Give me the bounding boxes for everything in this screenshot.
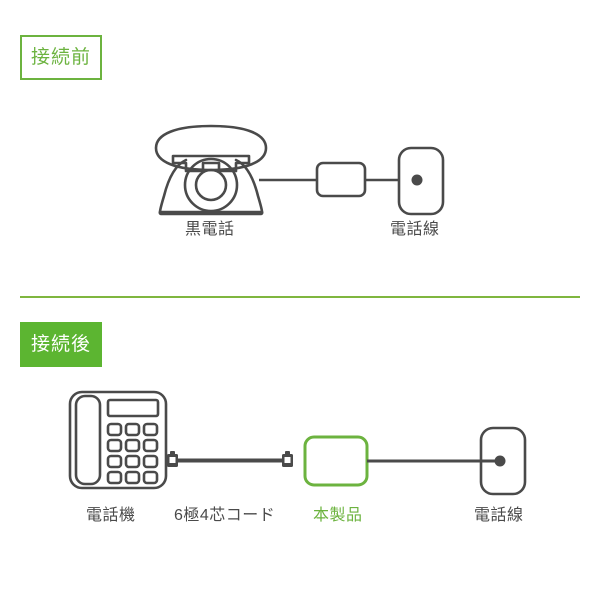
label-desk-phone: 電話機 [86,507,136,524]
section-badge-after: 接続後 [20,322,102,367]
wall-jack-icon-after [479,426,527,496]
label-product: 本製品 [313,507,363,524]
product-box-icon [303,435,369,487]
wall-jack-icon-before [397,146,445,216]
rj11-plug-right-icon [282,451,293,467]
desk-telephone-icon [68,390,168,490]
label-rotary-phone: 黒電話 [185,221,235,238]
section-divider [20,296,580,298]
section-badge-before: 接続前 [20,35,102,80]
rj11-plug-left-icon [167,451,178,467]
label-wall-jack-after: 電話線 [474,507,524,524]
rotary-telephone-icon [154,124,268,216]
label-modular-cord: 6極4芯コード [174,507,276,524]
label-wall-jack-before: 電話線 [390,221,440,238]
connector-box-icon [315,161,367,198]
